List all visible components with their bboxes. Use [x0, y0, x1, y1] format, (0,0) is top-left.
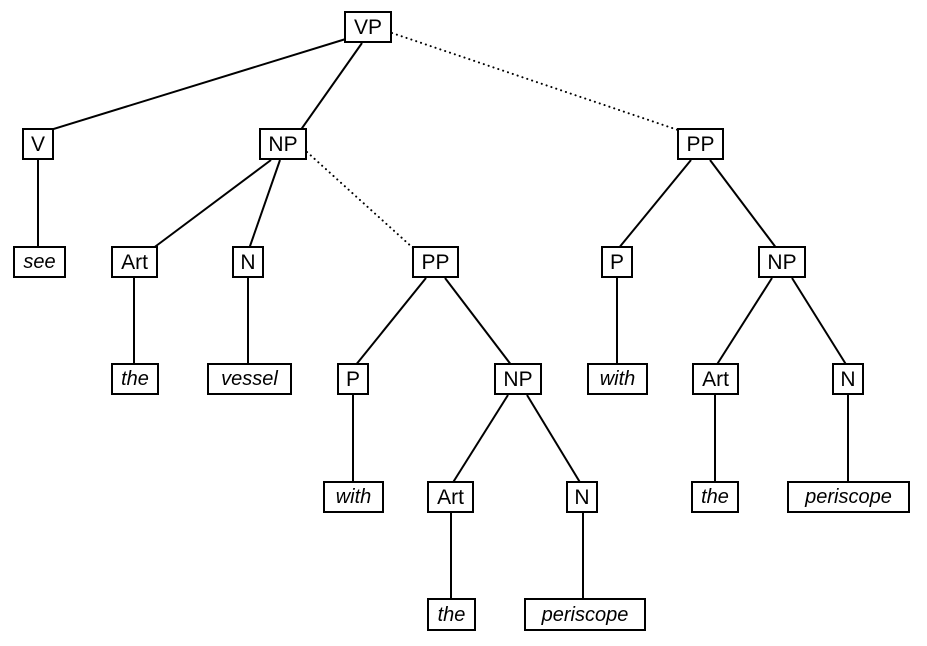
tree-node-periscope_m: periscope [524, 598, 646, 631]
tree-node-p_right: P [601, 246, 633, 278]
tree-edge-np_mid-art_m [451, 394, 509, 485]
tree-edge-np1-n1 [248, 159, 281, 250]
tree-node-n_m: N [566, 481, 598, 513]
tree-node-pp_mid: PP [412, 246, 459, 278]
tree-node-the_r: the [691, 481, 739, 513]
tree-node-see: see [13, 246, 66, 278]
tree-node-n_r: N [832, 363, 864, 395]
tree-edge-pp_mid-p_mid [354, 277, 427, 367]
tree-edge-pp_right-np_right [709, 159, 778, 250]
tree-node-p_mid: P [337, 363, 369, 395]
tree-node-periscope_r: periscope [787, 481, 910, 513]
tree-node-np_mid: NP [494, 363, 542, 395]
tree-edge-vp-pp_right [391, 32, 679, 131]
tree-node-with_r: with [587, 363, 648, 395]
tree-edge-np1-art1 [151, 159, 272, 250]
tree-node-art_m: Art [427, 481, 474, 513]
tree-node-np_right: NP [758, 246, 806, 278]
tree-node-vessel: vessel [207, 363, 292, 395]
tree-edge-vp-np1 [299, 42, 363, 132]
tree-edge-pp_right-p_right [617, 159, 692, 250]
tree-node-with_m: with [323, 481, 384, 513]
tree-edge-np1-pp_mid [306, 151, 414, 249]
tree-node-pp_right: PP [677, 128, 724, 160]
tree-node-n1: N [232, 246, 264, 278]
tree-node-art_r: Art [692, 363, 739, 395]
tree-edge-np_mid-n_m [526, 394, 582, 485]
tree-edge-np_right-art_r [715, 277, 773, 367]
tree-edge-vp-v [46, 37, 350, 132]
tree-edge-pp_mid-np_mid [444, 277, 513, 367]
tree-node-vp: VP [344, 11, 392, 43]
tree-node-v: V [22, 128, 54, 160]
tree-node-art1: Art [111, 246, 158, 278]
tree-node-the_m: the [427, 598, 476, 631]
tree-node-the1: the [111, 363, 159, 395]
tree-node-np1: NP [259, 128, 307, 160]
tree-edge-np_right-n_r [791, 277, 848, 367]
